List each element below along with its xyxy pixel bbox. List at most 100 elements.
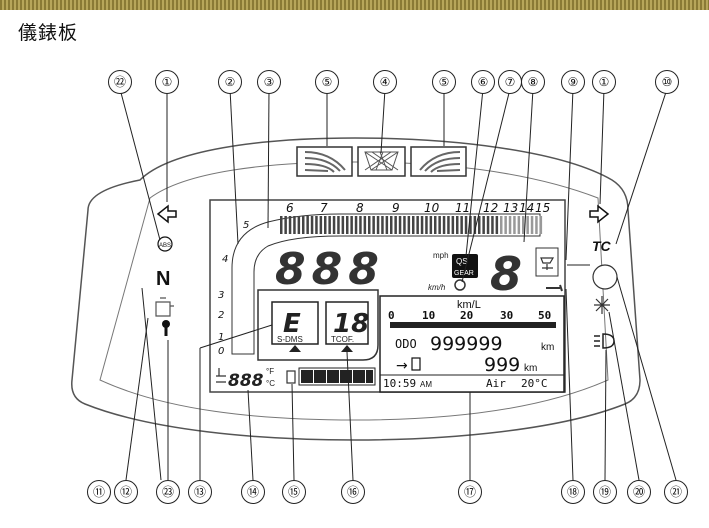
kml-scale-label: 0 [388, 309, 395, 322]
abs-label: ABS [159, 243, 171, 249]
tach-segment [359, 216, 362, 234]
tach-segment [297, 216, 301, 234]
tach-segment [368, 216, 371, 234]
aux-light-circle [592, 264, 618, 290]
tach-left-number: 3 [218, 290, 224, 301]
oil-warning-box [535, 247, 559, 277]
tach-segment [535, 216, 538, 234]
tach-segment [526, 216, 529, 234]
tach-segment [447, 216, 450, 234]
callout-18: ⑱ [561, 480, 585, 504]
tach-segment [416, 216, 419, 234]
qs-label: QS [456, 257, 468, 266]
tach-segment [473, 216, 477, 234]
sdms-box [271, 301, 319, 345]
tach-segment [315, 216, 318, 234]
tcof-label: TCOF. [331, 335, 354, 344]
clock-ampm: AM [420, 380, 432, 389]
tach-segment [332, 216, 336, 234]
page-title: 儀錶板 [18, 22, 79, 44]
tach-segment [504, 216, 507, 234]
callout-23: ㉓ [156, 480, 180, 504]
tcof-indicator [341, 345, 353, 352]
odo-unit: km [541, 342, 554, 353]
temp-digits: 888 [228, 371, 264, 391]
tach-number: 9 [392, 201, 400, 215]
tach-segment [442, 216, 446, 234]
headlight-icon [594, 333, 615, 349]
tach-segment [539, 216, 543, 234]
warning-lamp-center [357, 146, 406, 177]
tach-segment [350, 216, 353, 234]
tach-segment [486, 216, 490, 234]
callout-8: ⑧ [521, 70, 545, 94]
fuel-pump-icon [286, 370, 296, 384]
speed-digits: 888 [275, 244, 385, 295]
tach-left-number: 1 [218, 332, 224, 343]
tach-segment [328, 216, 331, 234]
fuel-gauge-bar [298, 367, 376, 386]
trip-value: 999 [484, 354, 520, 376]
tach-segment [381, 216, 384, 234]
lcd-outline [209, 199, 566, 393]
engine-warning-icon [155, 297, 174, 317]
tach-number: 15 [535, 201, 550, 215]
tach-number: 12 [483, 201, 498, 215]
tach-number: 6 [286, 201, 294, 215]
left-turn-signal-icon [156, 204, 177, 224]
tach-segment [425, 216, 428, 234]
tach-segment [420, 216, 424, 234]
odo-label: ODO [395, 337, 417, 351]
tach-segment [491, 216, 494, 234]
tachometer-ticks [280, 216, 543, 234]
gear-digit: 8 [490, 247, 522, 301]
tach-segment [460, 216, 463, 234]
tach-segment [517, 216, 521, 234]
tach-left-number: 0 [218, 346, 224, 357]
frost-icon [594, 296, 610, 314]
tach-segment [302, 216, 305, 234]
tach-segment [337, 216, 340, 234]
left-lamp-stripes-icon [304, 151, 346, 173]
callout-12: ⑫ [114, 480, 138, 504]
tach-number: 10 [424, 201, 440, 215]
temp-unit-c: °C [266, 379, 275, 388]
crosshatch-icon [364, 151, 399, 171]
kml-scale-label: 30 [500, 309, 513, 322]
tach-segment [324, 216, 327, 234]
callout-13: ⑬ [188, 480, 212, 504]
callout-1-right: ① [592, 70, 616, 94]
tach-segment [522, 216, 525, 234]
tcof-box [325, 301, 369, 345]
callout-5-left: ⑤ [315, 70, 339, 94]
callout-6: ⑥ [471, 70, 495, 94]
mode-frame [257, 289, 379, 361]
coolant-icon [216, 368, 226, 383]
abs-icon [157, 236, 173, 252]
tach-number: 8 [356, 201, 364, 215]
tach-segment [280, 216, 283, 234]
tach-segment [500, 216, 503, 234]
inner-housing [99, 161, 609, 421]
tach-segment [306, 216, 309, 234]
kml-scale-label: 50 [538, 309, 551, 322]
tach-segment [284, 216, 287, 234]
tach-segment [469, 216, 472, 234]
right-turn-signal-icon [589, 204, 610, 224]
tc-indicator: TC [592, 238, 612, 254]
callout-10: ⑩ [655, 70, 679, 94]
immobilizer-key-head [162, 320, 170, 328]
tach-segment [354, 216, 358, 234]
callout-20: ⑳ [627, 480, 651, 504]
trip-arrow: → [396, 358, 408, 374]
temp-unit-f: °F [266, 367, 274, 376]
sdms-label: S-DMS [277, 335, 303, 344]
tach-segment [530, 216, 534, 234]
callout-22: ㉒ [108, 70, 132, 94]
right-lamp-stripes-icon [419, 151, 461, 173]
neutral-indicator: N [156, 268, 170, 290]
tach-segment [341, 216, 345, 234]
callout-21: ㉑ [664, 480, 688, 504]
